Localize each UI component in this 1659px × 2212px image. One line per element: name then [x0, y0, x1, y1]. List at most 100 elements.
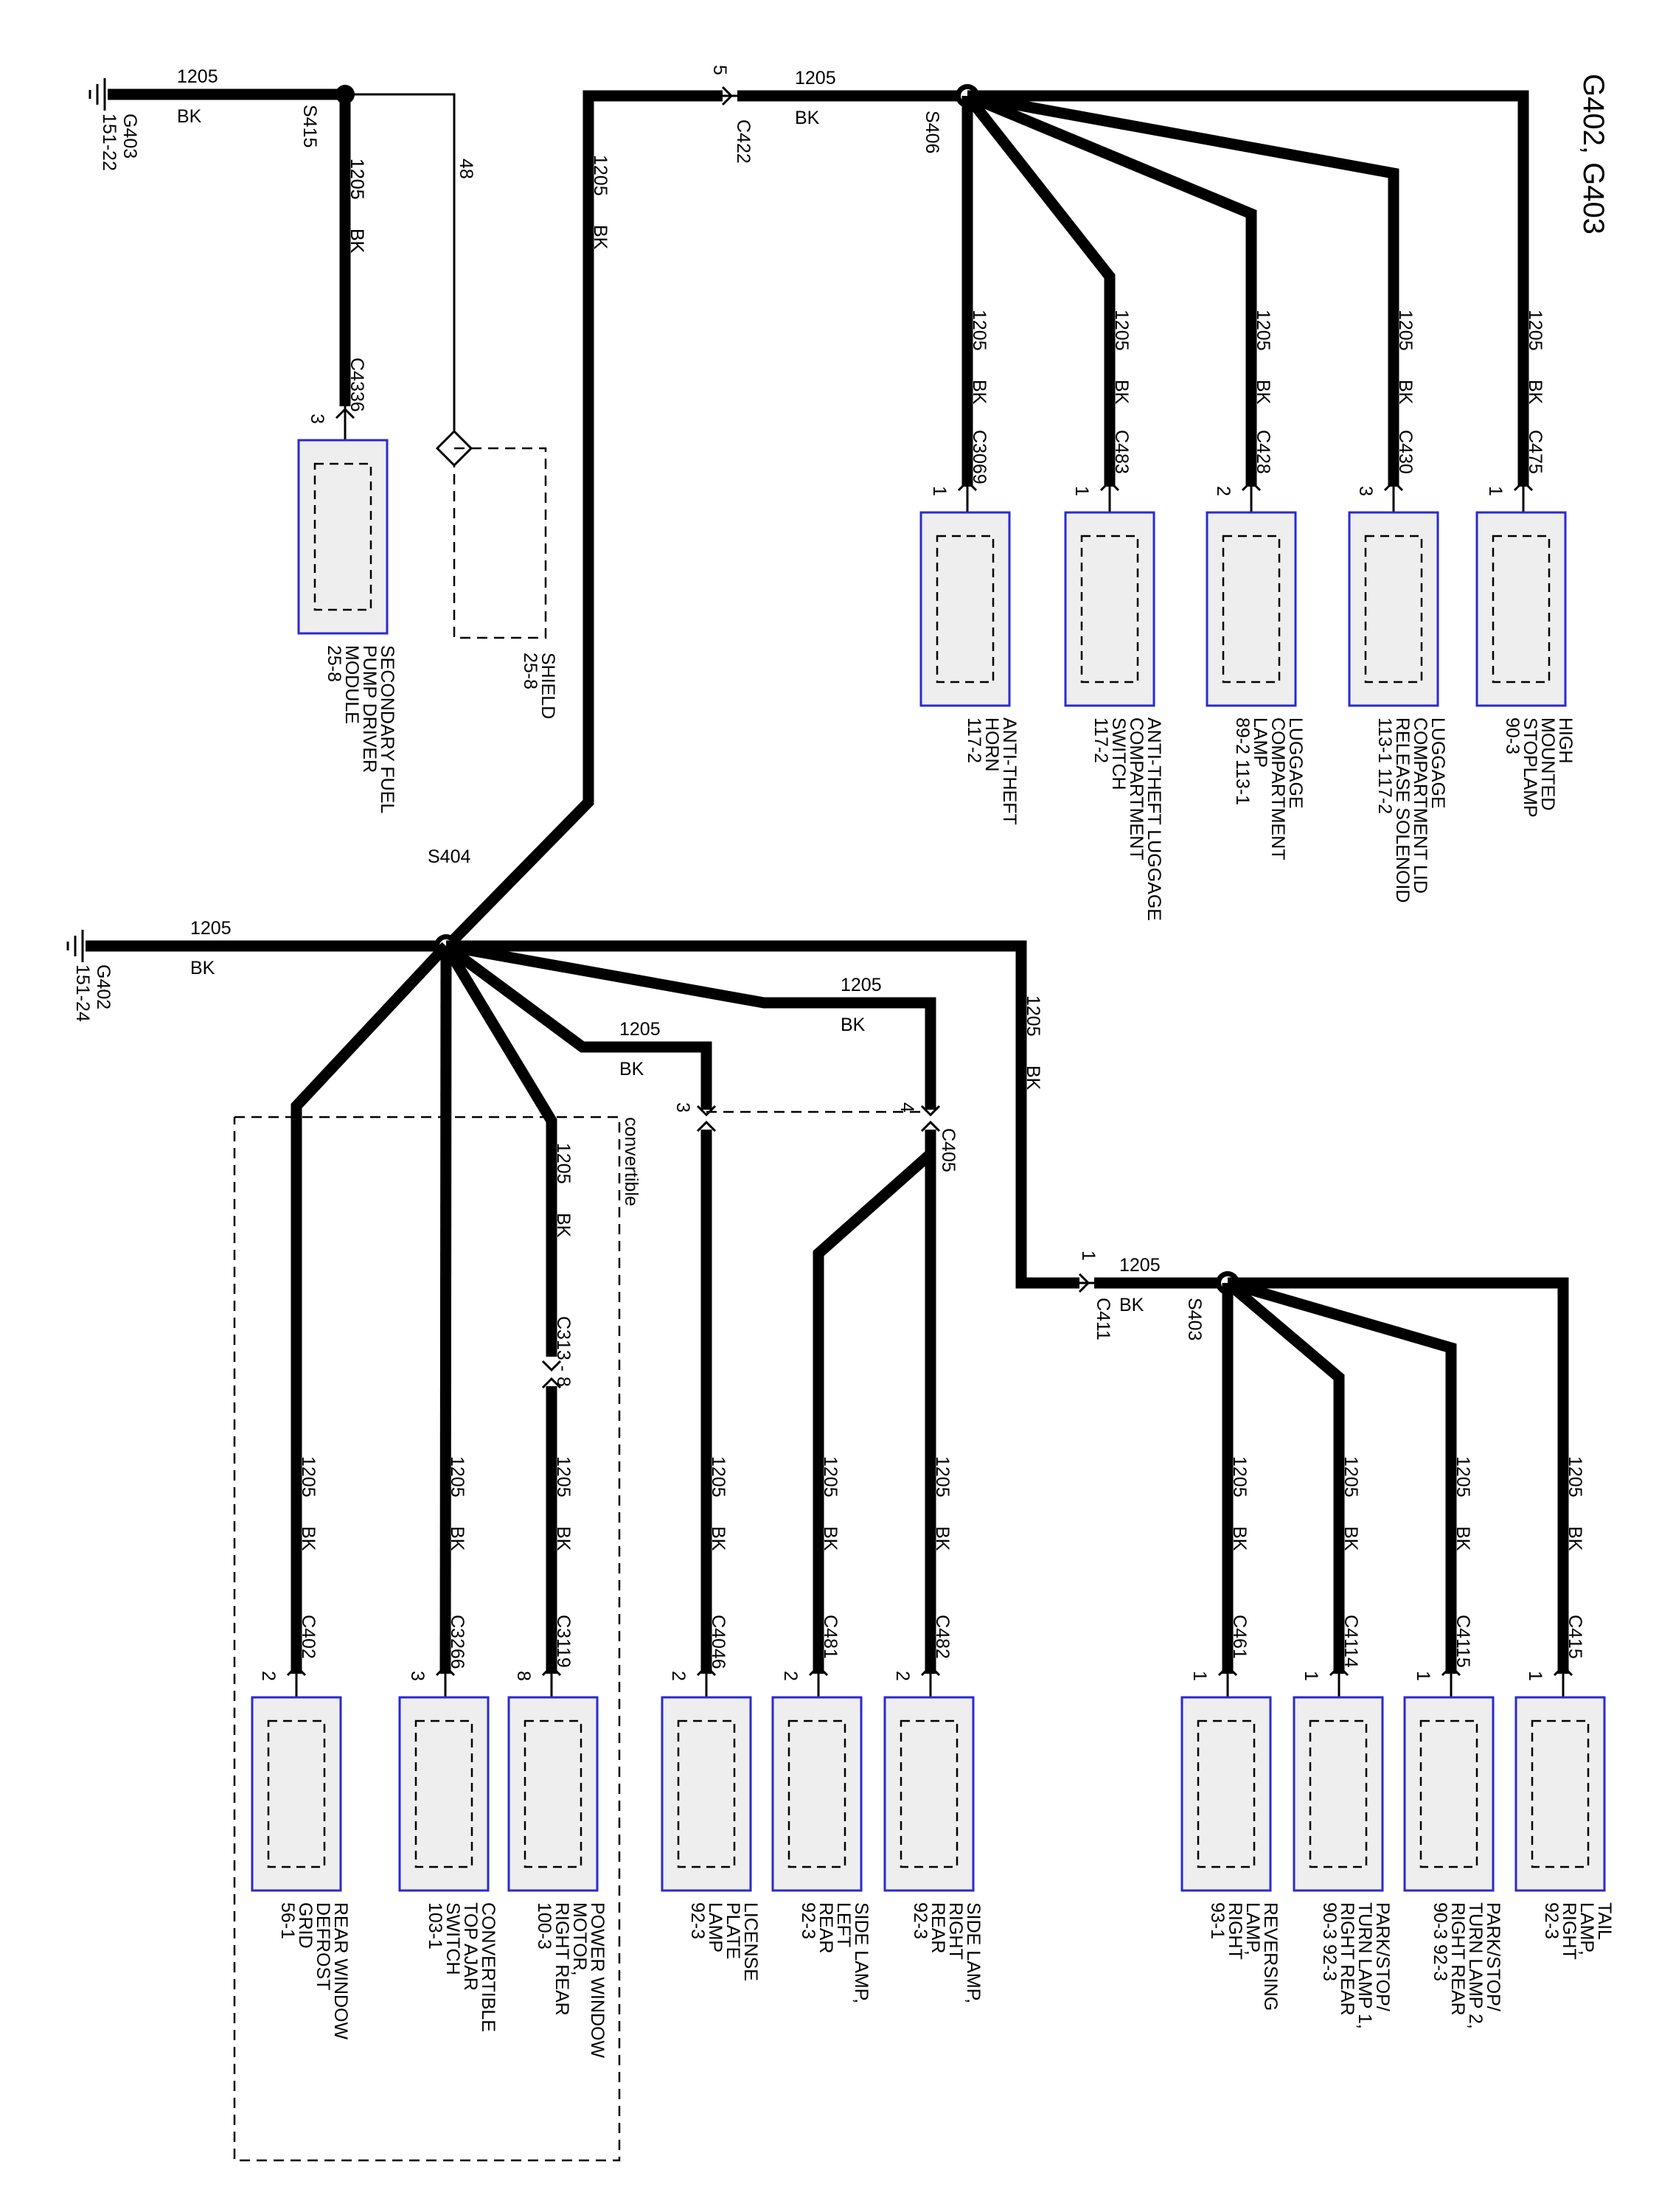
- side-lamp-left-rear-label-line: LEFT: [833, 1902, 854, 1947]
- wire-s404-c313-circuit: 1205: [553, 1143, 574, 1184]
- luggage-compartment-lid-release-solenoid-label-line: RELEASE SOLENOID: [1392, 717, 1413, 902]
- license-plate-lamp-box-inner: [677, 1719, 736, 1868]
- anti-theft-horn-box: [919, 511, 1011, 707]
- luggage-compartment-lid-release-solenoid-connector-arrow: [1383, 479, 1404, 492]
- side-lamp-right-rear-pin: 2: [892, 1671, 913, 1681]
- wire-s404-c313: [441, 943, 557, 1357]
- anti-theft-luggage-compartment-switch-color: BK: [1111, 380, 1132, 405]
- rear-window-defrost-grid-pin: 2: [258, 1671, 279, 1681]
- tail-lamp-right-label-line: TAIL: [1594, 1902, 1615, 1940]
- park-stop-turn-lamp-2-right-rear-box: [1403, 1696, 1495, 1892]
- side-lamp-left-rear-label: SIDE LAMP,LEFTREAR92-3: [798, 1902, 872, 2003]
- park-stop-turn-lamp-1-right-rear-connector-name: C4114: [1340, 1615, 1361, 1668]
- luggage-compartment-lid-release-solenoid-box-inner: [1364, 535, 1423, 684]
- park-stop-turn-lamp-1-right-rear-box: [1293, 1696, 1384, 1892]
- ground-g403-name: G403: [119, 114, 140, 159]
- side-lamp-left-rear-label-line: 92-3: [798, 1902, 818, 1939]
- luggage-compartment-lid-release-solenoid-box: [1348, 511, 1439, 707]
- luggage-compartment-lamp-box: [1206, 511, 1297, 707]
- connector-c405-3-arrow-top: [696, 1105, 717, 1117]
- secondary-fuel-pump-driver-module-color: BK: [347, 229, 367, 254]
- wires-layer: [66, 78, 1573, 2162]
- rear-window-defrost-grid-box: [251, 1696, 342, 1892]
- wire-s404-c405-3-circuit: 1205: [619, 1019, 661, 1040]
- side-lamp-right-rear-box-inner: [900, 1719, 959, 1868]
- side-lamp-left-rear-connector-arrow: [808, 1664, 829, 1677]
- park-stop-turn-lamp-1-right-rear-label-line: PARK/STOP/: [1372, 1902, 1393, 2011]
- luggage-compartment-lid-release-solenoid-label: LUGGAGECOMPARTMENT LIDRELEASE SOLENOID11…: [1374, 717, 1448, 902]
- wire-s406-stoplamp: [967, 90, 1529, 487]
- reversing-lamp-right-label-line: REVERSING: [1260, 1902, 1281, 2011]
- rear-window-defrost-grid-box-inner: [267, 1719, 326, 1868]
- park-stop-turn-lamp-2-right-rear-label-line: PARK/STOP/: [1483, 1902, 1503, 2011]
- power-window-motor-right-rear-circuit: 1205: [553, 1456, 574, 1498]
- luggage-compartment-lamp-pin: 2: [1213, 486, 1234, 496]
- rear-window-defrost-grid-label-line: 56-1: [277, 1902, 298, 1939]
- rear-window-defrost-grid-connector-name: C402: [298, 1615, 319, 1659]
- wire-c422-s406-circuit: 1205: [795, 68, 836, 88]
- power-window-motor-right-rear-label-line: MOTOR,: [569, 1902, 590, 1976]
- secondary-fuel-pump-driver-module-connector-name: C4336: [347, 358, 367, 412]
- convertible-top-ajar-switch-connector-name: C3266: [447, 1615, 467, 1669]
- luggage-compartment-lamp-label-line: LUGGAGE: [1285, 717, 1306, 809]
- secondary-fuel-pump-driver-module-box-inner: [313, 462, 372, 611]
- tail-lamp-right-label-line: 92-3: [1541, 1902, 1562, 1939]
- high-mounted-stoplamp-pin: 1: [1485, 486, 1506, 496]
- splice-s403-name: S403: [1184, 1298, 1205, 1340]
- connector-c405-4-arrow-top: [920, 1105, 941, 1117]
- luggage-compartment-lid-release-solenoid-label-line: 113-1 117-2: [1374, 717, 1395, 814]
- high-mounted-stoplamp-connector-arrow: [1513, 479, 1534, 492]
- side-lamp-right-rear-label-line: RIGHT: [945, 1902, 966, 1960]
- high-mounted-stoplamp-label: HIGHMOUNTEDSTOPLAMP90-3: [1502, 717, 1576, 818]
- wire-s403-tail: [1228, 1277, 1569, 1674]
- anti-theft-horn-box-inner: [936, 535, 995, 684]
- splice-s415-name: S415: [299, 105, 320, 147]
- convertible-label: convertible: [621, 1117, 641, 1206]
- shield-box: [453, 447, 547, 639]
- park-stop-turn-lamp-2-right-rear-color: BK: [1453, 1526, 1473, 1551]
- anti-theft-luggage-compartment-switch-label-line: SWITCH: [1108, 717, 1129, 790]
- high-mounted-stoplamp-color: BK: [1525, 380, 1545, 405]
- reversing-lamp-right-pin: 1: [1189, 1671, 1210, 1681]
- luggage-compartment-lamp-color: BK: [1253, 380, 1273, 405]
- connector-c422-name: C422: [733, 119, 754, 164]
- luggage-compartment-lid-release-solenoid-color: BK: [1395, 380, 1416, 405]
- park-stop-turn-lamp-1-right-rear-label-line: 90-3 92-3: [1319, 1902, 1340, 1981]
- rear-window-defrost-grid-color: BK: [298, 1526, 319, 1551]
- anti-theft-horn-pin: 1: [929, 486, 950, 496]
- wire-g403-circuit: 1205: [177, 66, 218, 87]
- anti-theft-luggage-compartment-switch-connector-name: C483: [1111, 430, 1132, 474]
- wire-s404-c405-4-color: BK: [841, 1015, 866, 1035]
- wire-s406-luggage-switch: [963, 92, 1116, 487]
- connector-c313-arrow-top: [541, 1360, 562, 1372]
- luggage-compartment-lamp-connector-name: C428: [1253, 430, 1273, 474]
- high-mounted-stoplamp-circuit: 1205: [1525, 310, 1545, 351]
- reversing-lamp-right-connector-arrow: [1217, 1664, 1238, 1677]
- side-lamp-right-rear-connector-arrow: [920, 1664, 941, 1677]
- wire-g402-color: BK: [190, 958, 215, 978]
- rear-window-defrost-grid-circuit: 1205: [298, 1456, 319, 1498]
- anti-theft-horn-label: ANTI-THEFTHORN117-2: [964, 717, 1020, 825]
- park-stop-turn-lamp-1-right-rear-label: PARK/STOP/TURN LAMP 1,RIGHT REAR90-3 92-…: [1319, 1902, 1393, 2029]
- wire-g403-color: BK: [177, 106, 202, 127]
- luggage-compartment-lamp-connector-arrow: [1241, 479, 1262, 492]
- wire-s404-c405-3-color: BK: [619, 1059, 644, 1079]
- reversing-lamp-right-label: REVERSINGLAMP,RIGHT93-1: [1207, 1902, 1281, 2011]
- wire-s404-c411: [446, 940, 1079, 1289]
- convertible-top-ajar-switch-circuit: 1205: [447, 1456, 467, 1498]
- luggage-compartment-lid-release-solenoid-label-line: LUGGAGE: [1427, 717, 1448, 809]
- wire-s404-c313-color: BK: [553, 1213, 574, 1238]
- anti-theft-horn-label-line: 117-2: [964, 717, 984, 763]
- convertible-top-ajar-switch-label-line: 103-1: [425, 1902, 445, 1950]
- wire-s406-lid-solenoid: [966, 90, 1399, 487]
- wire-s406-luggage-lamp: [965, 91, 1257, 487]
- power-window-motor-right-rear-box: [507, 1696, 599, 1892]
- side-lamp-right-rear-connector-name: C482: [932, 1615, 953, 1659]
- luggage-compartment-lid-release-solenoid-circuit: 1205: [1395, 310, 1416, 351]
- license-plate-lamp-label-line: LAMP: [705, 1902, 726, 1952]
- power-window-motor-right-rear-connector-name: C3119: [553, 1615, 574, 1668]
- side-lamp-left-rear-label-line: REAR: [815, 1902, 836, 1953]
- luggage-compartment-lid-release-solenoid-pin: 3: [1355, 486, 1376, 496]
- power-window-motor-right-rear-connector-arrow: [541, 1664, 562, 1677]
- park-stop-turn-lamp-1-right-rear-pin: 1: [1301, 1671, 1321, 1681]
